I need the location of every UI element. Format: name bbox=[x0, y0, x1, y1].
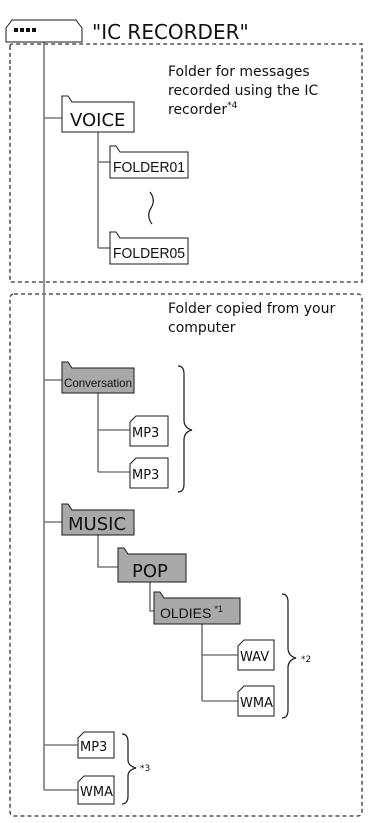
oldies-folder-icon[interactable]: OLDIES*1 bbox=[153, 591, 241, 625]
svg-text:WAV: WAV bbox=[240, 650, 269, 665]
pop-folder-icon[interactable]: POP bbox=[117, 547, 187, 583]
root-files-brace bbox=[121, 733, 137, 805]
oldies-brace-note: *2 bbox=[301, 655, 311, 665]
svg-text:recorded using the IC: recorded using the IC bbox=[168, 83, 318, 99]
voice-folder-icon[interactable]: VOICE bbox=[61, 95, 135, 133]
music-folder-label: MUSIC bbox=[68, 514, 126, 535]
conversation-mp3-file-1-icon[interactable]: MP3 bbox=[129, 415, 169, 447]
svg-text:MP3: MP3 bbox=[132, 426, 159, 441]
folder01-label: FOLDER01 bbox=[113, 159, 185, 176]
root-wma-file-icon[interactable]: WMA bbox=[77, 775, 115, 805]
folder05-icon[interactable]: FOLDER05 bbox=[109, 231, 189, 265]
voice-section-frame bbox=[9, 43, 363, 283]
conversation-brace bbox=[177, 365, 193, 493]
oldies-folder-label: OLDIES*1 bbox=[160, 604, 223, 621]
svg-text:Folder for messages: Folder for messages bbox=[168, 64, 310, 80]
root-mp3-file-icon[interactable]: MP3 bbox=[77, 731, 115, 759]
music-folder-icon[interactable]: MUSIC bbox=[61, 503, 135, 536]
folder01-icon[interactable]: FOLDER01 bbox=[109, 145, 189, 179]
oldies-brace bbox=[281, 593, 297, 719]
device-label: "IC RECORDER" bbox=[92, 20, 249, 44]
conversation-folder-label: Conversation bbox=[64, 376, 132, 390]
svg-text:computer: computer bbox=[168, 320, 236, 336]
ic-recorder-device-icon bbox=[5, 19, 83, 43]
copied-section-description: Folder copied from your computer bbox=[168, 301, 335, 336]
conversation-mp3-file-2-icon[interactable]: MP3 bbox=[129, 457, 169, 489]
root-files-brace-note: *3 bbox=[140, 764, 150, 774]
svg-text:WMA: WMA bbox=[80, 785, 113, 800]
conversation-folder-icon[interactable]: Conversation bbox=[61, 361, 135, 394]
voice-folder-label: VOICE bbox=[70, 110, 125, 131]
svg-text:WMA: WMA bbox=[240, 696, 273, 711]
oldies-wma-file-icon[interactable]: WMA bbox=[237, 685, 275, 717]
continuation-squiggle-icon bbox=[148, 191, 154, 225]
voice-section-description: Folder for messages recorded using the I… bbox=[168, 64, 318, 118]
copied-section-frame bbox=[9, 293, 363, 817]
pop-folder-label: POP bbox=[132, 561, 168, 582]
oldies-wav-file-icon[interactable]: WAV bbox=[237, 639, 275, 671]
svg-text:Folder copied from your: Folder copied from your bbox=[168, 301, 335, 317]
svg-text:MP3: MP3 bbox=[80, 740, 107, 755]
svg-text:MP3: MP3 bbox=[132, 468, 159, 483]
svg-text:recorder*4: recorder*4 bbox=[168, 101, 238, 118]
folder05-label: FOLDER05 bbox=[113, 245, 185, 262]
